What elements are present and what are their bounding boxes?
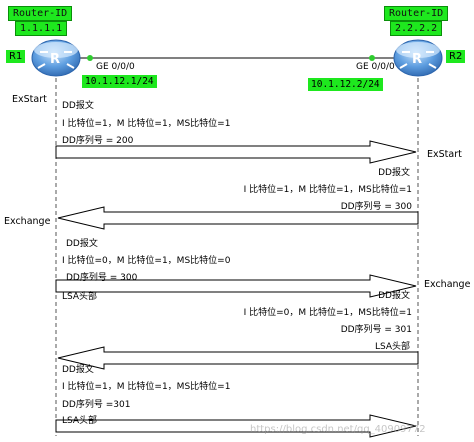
port-dot-right <box>369 55 375 61</box>
router-name-r1: R1 <box>6 50 26 63</box>
msg3-lsa-header: LSA头部 <box>62 292 98 302</box>
arrow-3-right <box>55 274 417 298</box>
msg4-seq: DD序列号 = 301 <box>340 325 412 335</box>
router-letter-r1: R <box>50 52 61 67</box>
msg3-seq: DD序列号 = 300 <box>66 273 138 283</box>
state-exstart-right: ExStart <box>427 149 462 160</box>
arrow-5-right <box>55 414 417 438</box>
msg5-seq: DD序列号 =301 <box>62 400 131 410</box>
arrow-4-left <box>57 346 419 370</box>
msg5-flags: I 比特位=1，M 比特位=1，MS比特位=1 <box>62 382 231 392</box>
ip-label-r1: 10.1.12.1/24 <box>82 75 157 88</box>
port-label-r2: GE 0/0/0 <box>356 62 395 72</box>
router-name-r2: R2 <box>446 50 466 63</box>
watermark: https://blog.csdn.net/qq_40909772 <box>250 424 426 435</box>
msg2-seq: DD序列号 = 300 <box>340 202 412 212</box>
router-letter-r2: R <box>412 52 423 67</box>
router-icon-r2 <box>393 39 443 77</box>
port-label-r1: GE 0/0/0 <box>96 62 135 72</box>
router-id-value-r1: 1.1.1.1 <box>15 21 68 36</box>
msg1-flags: I 比特位=1，M 比特位=1，MS比特位=1 <box>62 119 231 129</box>
port-dot-left <box>87 55 93 61</box>
msg3-flags: I 比特位=0，M 比特位=1，MS比特位=0 <box>62 256 231 266</box>
msg2-flags: I 比特位=1，M 比特位=1，MS比特位=1 <box>243 185 412 195</box>
router-icon-r1 <box>31 39 81 77</box>
msg5-lsa-header: LSA头部 <box>62 416 98 426</box>
arrow-2-left <box>57 206 419 230</box>
ip-label-r2: 10.1.12.2/24 <box>308 78 383 91</box>
msg4-flags: I 比特位=0，M 比特位=1，MS比特位=1 <box>243 308 412 318</box>
msg3-title: DD报文 <box>66 239 98 249</box>
msg4-title: DD报文 <box>378 291 410 301</box>
msg2-title: DD报文 <box>378 168 410 178</box>
state-exchange-left: Exchange <box>4 216 51 227</box>
state-exstart-left: ExStart <box>12 94 47 105</box>
router-id-label-r1: Router-ID <box>8 6 73 21</box>
msg1-seq: DD序列号 = 200 <box>62 136 134 146</box>
msg5-title: DD报文 <box>62 365 94 375</box>
arrow-1-right <box>55 140 417 164</box>
msg4-lsa-header: LSA头部 <box>374 342 410 352</box>
msg1-title: DD报文 <box>62 101 94 111</box>
router-id-value-r2: 2.2.2.2 <box>390 21 443 36</box>
router-id-label-r2: Router-ID <box>384 6 449 21</box>
state-exchange-right: Exchange <box>424 279 471 290</box>
